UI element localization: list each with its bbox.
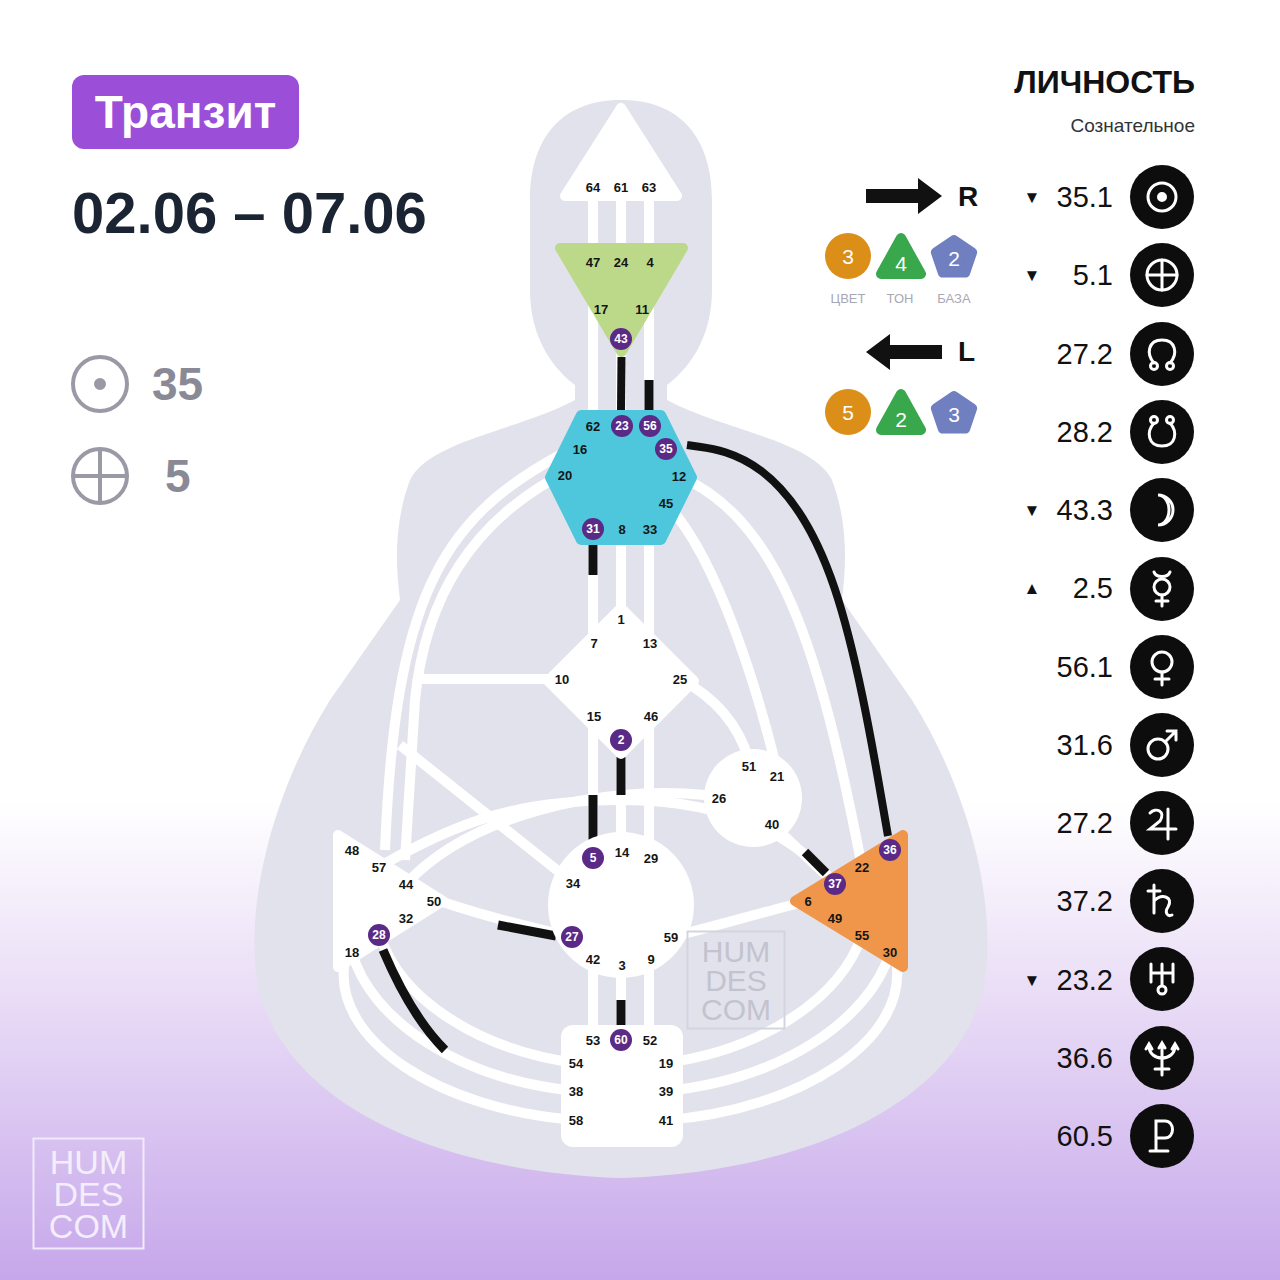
planet-value: 56.1 — [1057, 652, 1113, 681]
watermark: HUM DES COM — [32, 1137, 145, 1250]
planet-symbols — [1130, 165, 1194, 1168]
throat-center: 622356163520124531833 — [545, 410, 697, 545]
column-heading: ЛИЧНОСТЬ — [1014, 66, 1195, 98]
head-center: 646163 — [560, 103, 682, 201]
title-box: Транзит — [72, 75, 299, 149]
planet-value: 36.6 — [1057, 1043, 1113, 1072]
shape-fill — [881, 238, 921, 274]
sun-gate: 35 — [152, 361, 203, 407]
earth-icon — [73, 449, 127, 503]
active-gate: 28 — [368, 924, 390, 946]
node-text: 2 — [895, 409, 907, 430]
shape-fill — [550, 415, 692, 540]
planet-value: 28.2 — [1057, 417, 1113, 446]
shape-outline — [688, 932, 785, 1029]
tone-badge: 4 — [876, 231, 926, 279]
node-text: 4 — [895, 253, 907, 274]
shape-fill — [560, 248, 683, 352]
badge-caption: ТОН — [887, 292, 914, 305]
active-gate: 37 — [824, 873, 846, 895]
node-text: Транзит — [95, 89, 276, 135]
heart-center: 51212640 — [704, 749, 802, 847]
planet-value: 31.6 — [1057, 730, 1113, 759]
shape-fill — [548, 832, 694, 978]
earth-gate: 5 — [165, 453, 191, 499]
sacral-center: 514293427594239 — [548, 832, 694, 978]
active-gate: 31 — [582, 518, 604, 540]
active-gate: 36 — [879, 839, 901, 861]
shape-fill — [795, 835, 903, 967]
left-arrow — [866, 334, 942, 370]
active-gate: 56 — [639, 415, 661, 437]
direction-mark: ▼ — [1024, 971, 1041, 988]
color-badge: 3 — [825, 233, 871, 279]
node-text: 3 — [842, 246, 854, 267]
shape-fill — [936, 396, 972, 429]
direction-mark: ▼ — [1024, 267, 1041, 284]
tone-badge: 2 — [876, 387, 926, 435]
planet-value: 5.1 — [1073, 261, 1113, 290]
direction-mark: ▼ — [1024, 189, 1041, 206]
base-badge: 2 — [930, 233, 978, 279]
planet-value: 23.2 — [1057, 965, 1113, 994]
planet-value: 37.2 — [1057, 887, 1113, 916]
active-gate: 23 — [611, 415, 633, 437]
arrow-letter: R — [958, 183, 978, 211]
body-silhouette — [254, 100, 987, 1178]
shape-fill — [565, 108, 677, 196]
node-text: HUM DES COM — [44, 1146, 134, 1242]
active-gate: 5 — [582, 847, 604, 869]
node-text: 2 — [948, 248, 960, 269]
planet-value: 35.1 — [1057, 183, 1113, 212]
node-text: 3 — [948, 404, 960, 425]
direction-mark: ▲ — [1024, 580, 1041, 597]
shape-fill — [825, 389, 871, 435]
shape-fill — [881, 394, 921, 430]
shape-fill — [338, 835, 443, 967]
active-gate: 43 — [610, 328, 632, 350]
defined-channel — [617, 357, 626, 410]
planet-value: 27.2 — [1057, 809, 1113, 838]
date-range-title: 02.06 – 07.06 — [72, 179, 427, 246]
badge-caption: БАЗА — [937, 292, 970, 305]
shape-fill — [72, 75, 299, 149]
direction-mark: ▼ — [1024, 502, 1041, 519]
node-text: HUM DES COM — [696, 937, 776, 1024]
g-center: 1713102515462 — [543, 603, 699, 759]
planet-value: 2.5 — [1073, 574, 1113, 603]
right-arrow — [866, 178, 942, 214]
shape-fill — [825, 233, 871, 279]
hanging-gate-lines — [383, 380, 826, 1050]
active-gate: 27 — [561, 926, 583, 948]
gate-number: 11 — [635, 303, 649, 316]
node-text: 5 — [842, 402, 854, 423]
base-badge: 3 — [930, 389, 978, 435]
column-subheading: Сознательное — [1071, 116, 1195, 135]
shape-fill — [561, 1025, 683, 1147]
active-gate: 60 — [610, 1029, 632, 1051]
color-badge: 5 — [825, 389, 871, 435]
active-gate: 2 — [610, 729, 632, 751]
sun-icon — [73, 357, 127, 411]
planet-value: 60.5 — [1057, 1122, 1113, 1151]
shape-fill — [936, 240, 972, 273]
planet-value: 43.3 — [1057, 496, 1113, 525]
badge-caption: ЦВЕТ — [831, 292, 866, 305]
shape-fill — [704, 749, 802, 847]
arrow-letter: L — [958, 338, 975, 366]
shape-outline — [34, 1139, 144, 1249]
ajna-center: 47244171143 — [555, 243, 688, 357]
watermark: HUM DES COM — [686, 930, 786, 1030]
shape-fill — [548, 608, 694, 754]
root-center: 536052541938395841 — [561, 1025, 683, 1147]
channel-lines — [344, 190, 898, 1120]
spleen-center: 48574450322818 — [333, 830, 448, 972]
planet-value: 27.2 — [1057, 339, 1113, 368]
solar-plexus-center: 3622376495530 — [790, 830, 908, 972]
active-gate: 35 — [655, 438, 677, 460]
